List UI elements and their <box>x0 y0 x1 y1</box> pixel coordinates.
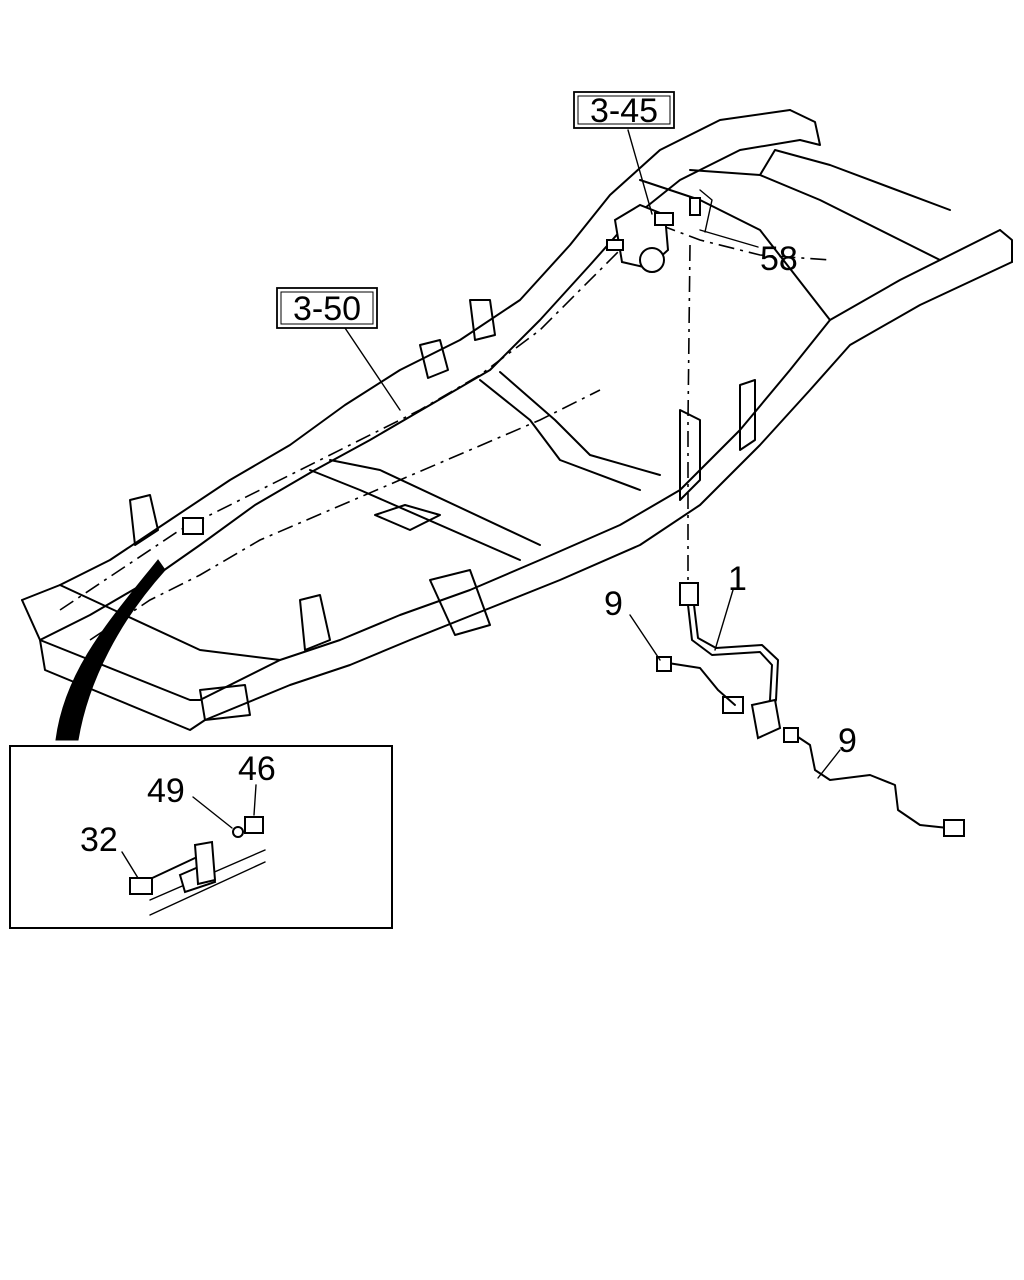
brake-hose-assembly <box>656 582 965 837</box>
union-bolt <box>722 696 744 714</box>
callout-9: 9 <box>838 722 857 760</box>
master-cylinder-valve <box>606 189 713 273</box>
ref-box-3-50[interactable]: 3-50 <box>276 287 378 329</box>
callout-58: 58 <box>760 240 798 278</box>
leader-lines <box>344 129 841 779</box>
washer-49-icon <box>232 826 244 838</box>
detail-inset <box>9 745 393 929</box>
callout-46: 46 <box>238 750 276 788</box>
callout-32: 32 <box>80 821 118 859</box>
chassis-frame <box>21 109 1013 731</box>
callout-9: 9 <box>604 585 623 623</box>
brake-line-route <box>59 224 831 641</box>
ref-box-3-45[interactable]: 3-45 <box>573 91 675 130</box>
frame-bolt-cluster <box>182 517 204 535</box>
callout-49: 49 <box>147 772 185 810</box>
callout-1: 1 <box>728 560 747 598</box>
nut-46-icon <box>244 816 264 834</box>
ref-label: 3-45 <box>590 92 658 130</box>
detail-pointer <box>55 559 166 741</box>
bolt-32-icon <box>129 877 153 895</box>
ref-label: 3-50 <box>293 290 361 328</box>
